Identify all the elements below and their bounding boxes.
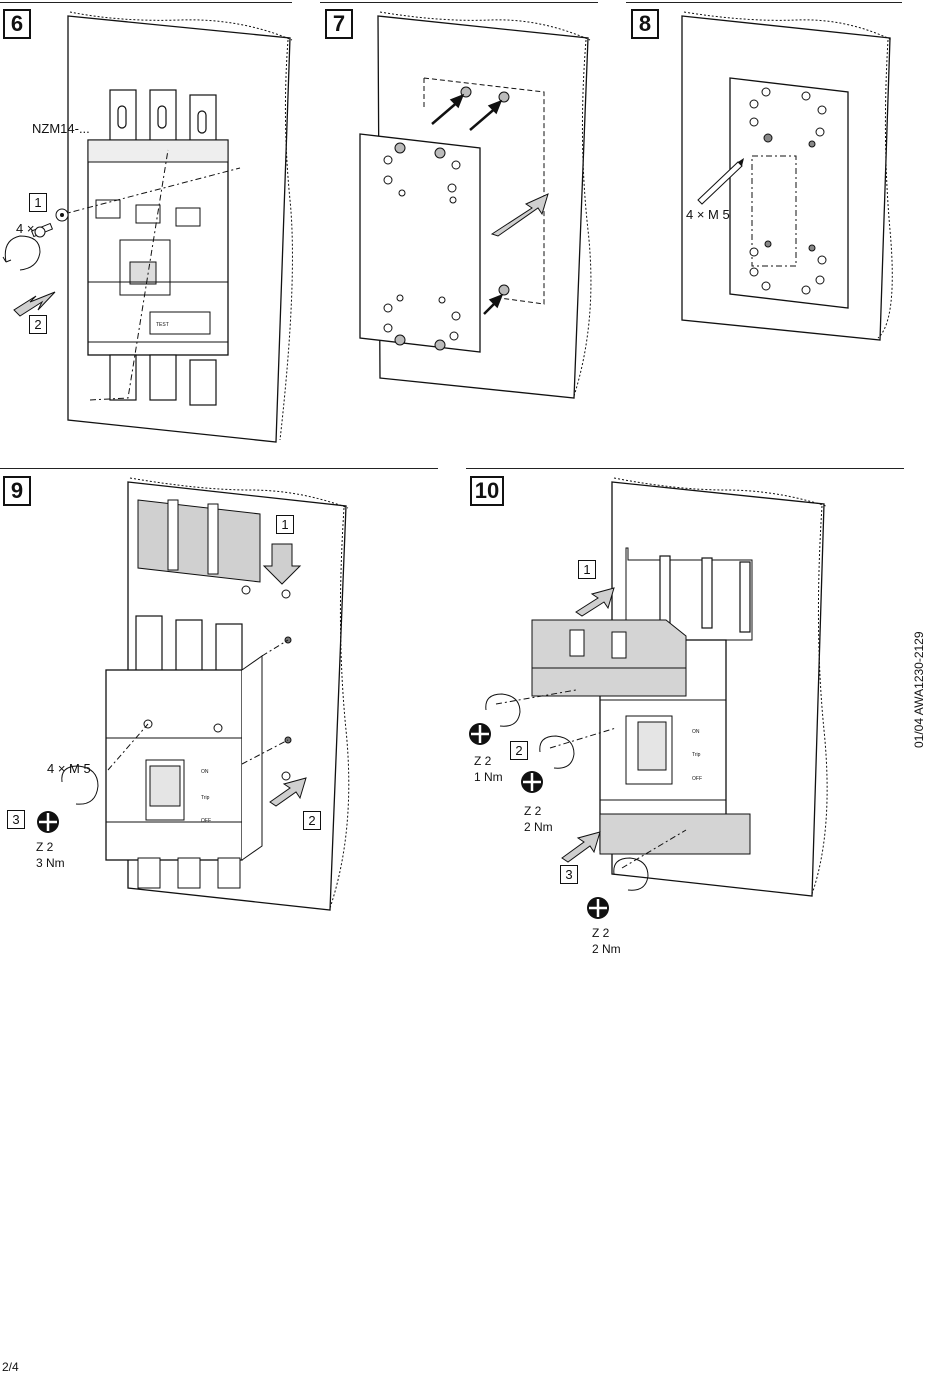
step-10-torque-3: 2 Nm bbox=[592, 942, 621, 956]
mid-rule-1 bbox=[0, 468, 438, 469]
breaker-9-off-label: OFF bbox=[201, 818, 211, 824]
breaker-10-on-label: ON bbox=[692, 729, 700, 735]
step-9-illustration bbox=[0, 470, 440, 920]
step-number-7: 7 bbox=[325, 9, 353, 39]
step-6-quantity-label: 4 × bbox=[16, 221, 35, 236]
step-10-tool-1: Z 2 bbox=[474, 754, 492, 768]
step-6-callout-2: 2 bbox=[29, 315, 47, 334]
breaker-10-off-label: OFF bbox=[692, 776, 702, 782]
step-10-illustration bbox=[466, 470, 906, 960]
step-8-illustration bbox=[626, 0, 906, 460]
breaker-9-on-label: ON bbox=[201, 769, 209, 775]
breaker-9-trip-label: Trip bbox=[201, 795, 210, 801]
step-9-callout-1: 1 bbox=[276, 515, 294, 534]
step-10-torque-2: 2 Nm bbox=[524, 820, 553, 834]
step-6-model-label: NZM14-... bbox=[32, 121, 90, 136]
step-10-tool-2: Z 2 bbox=[524, 804, 542, 818]
top-rule-3 bbox=[626, 2, 902, 3]
step-9-callout-2: 2 bbox=[303, 811, 321, 830]
step-10-callout-1: 1 bbox=[578, 560, 596, 579]
step-10-tool-3: Z 2 bbox=[592, 926, 610, 940]
mid-rule-2 bbox=[466, 468, 904, 469]
step-10-torque-1: 1 Nm bbox=[474, 770, 503, 784]
step-number-8: 8 bbox=[631, 9, 659, 39]
page-number: 2/4 bbox=[2, 1360, 19, 1374]
step-6-callout-1: 1 bbox=[29, 193, 47, 212]
step-number-6: 6 bbox=[3, 9, 31, 39]
step-9-screw-label: 4 × M 5 bbox=[47, 761, 91, 776]
top-rule-1 bbox=[0, 2, 292, 3]
breaker-10-trip-label: Trip bbox=[692, 752, 701, 758]
step-9-callout-3: 3 bbox=[7, 810, 25, 829]
step-number-9: 9 bbox=[3, 476, 31, 506]
top-rule-2 bbox=[320, 2, 598, 3]
step-number-10: 10 bbox=[470, 476, 504, 506]
step-9-tool-label: Z 2 bbox=[36, 840, 54, 854]
step-10-callout-3: 3 bbox=[560, 865, 578, 884]
document-code: 01/04 AWA1230-2129 bbox=[912, 631, 926, 748]
step-9-torque-label: 3 Nm bbox=[36, 856, 65, 870]
step-10-callout-2: 2 bbox=[510, 741, 528, 760]
step-8-screw-label: 4 × M 5 bbox=[686, 207, 730, 222]
step-6-illustration bbox=[0, 0, 300, 460]
step-7-illustration bbox=[320, 0, 610, 460]
breaker-6-test-label: TEST bbox=[156, 322, 169, 328]
